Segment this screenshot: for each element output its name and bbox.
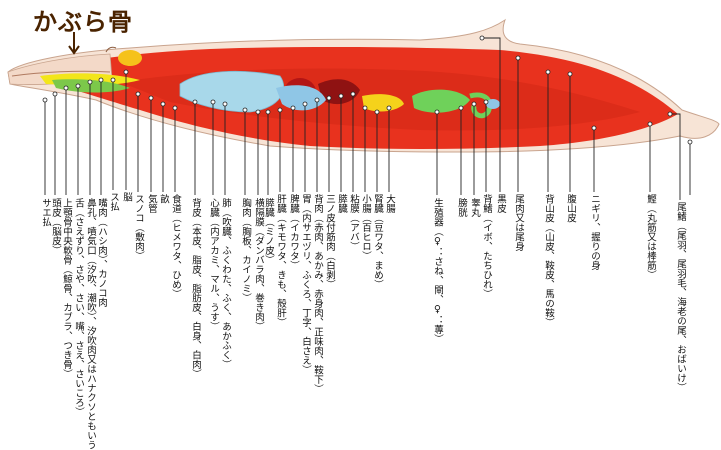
label-obire: 尾鰭（尾羽、尾羽毛、海老の尾、おばいけ） (675, 202, 686, 392)
whale-stomach (276, 85, 326, 111)
label-text: 背肉（赤肉、あかみ、赤身肉、正味肉、鞍下） (312, 194, 323, 394)
label-text: 心臓（内アカミ、マル、うす） (208, 198, 219, 331)
label-text: 生殖器（♀：さね、閘、♀：蓴） (432, 198, 443, 344)
label-text: 胸肉（胸板、カイノミ） (240, 198, 251, 303)
whale-baleen (52, 79, 130, 93)
whale-mouth (11, 70, 111, 77)
label-text: サエ払 (40, 198, 51, 227)
label-jinzou: 腎臓（豆ワタ、まめ） (372, 194, 383, 289)
label-shita: 舌（さえずり、さや、さい、嘴、さえ、さいころ） (73, 198, 84, 417)
label-text: 背山皮（山皮、鞍皮、馬の鞍） (543, 194, 554, 327)
label-text: スノコ（敷肉） (133, 194, 144, 261)
label-text: 頭皮（脳皮） (50, 198, 61, 255)
label-kikan: 気管 (146, 194, 157, 213)
label-text: 膀胱 (456, 198, 467, 217)
label-seyamakawa: 背山皮（山皮、鞍皮、馬の鞍） (543, 194, 554, 327)
kabura-title: かぶら骨 (33, 8, 133, 36)
label-text: 畝 (158, 194, 169, 204)
label-suizou: 膵臓（ミノ皮） (263, 198, 274, 265)
label-kokuhi: 黒皮 (495, 194, 506, 213)
label-seniku: 背肉（赤肉、あかみ、赤身肉、正味肉、鞍下） (312, 194, 323, 394)
whale-blowhole (105, 46, 117, 53)
label-boukou: 膀胱 (456, 198, 467, 217)
whale-brain (118, 50, 142, 66)
label-jougakukotsu: 上顎骨中央軟骨（鯨骨、カブラ、つき骨） (61, 198, 72, 379)
label-i: 胃（内サエヅリ、ふくろ、丁字、白さえ） (300, 194, 311, 375)
label-text: 鼻孔、噴気口（汐吹、潮吹）、汐吹肉又はハナクソともいう (85, 198, 96, 450)
label-daichou: 大腸 (384, 194, 395, 213)
label-shokudou: 食道（ヒメワタ、ひめ） (170, 194, 181, 299)
label-kanzou: 肝臓（キモワタ、きも、殻肝） (275, 194, 286, 327)
label-text: 背皮（本皮、脂皮、脂肪皮、白身、白肉） (190, 198, 201, 379)
label-kougan: 睾丸 (469, 198, 480, 217)
label-text: 膵臓（ミノ皮） (263, 198, 274, 265)
label-text: 大腸 (384, 194, 395, 213)
label-hanaana: 鼻孔、噴気口（汐吹、潮吹）、汐吹肉又はハナクソともいう (85, 198, 96, 450)
label-muneniku: 胸肉（胸板、カイノミ） (240, 198, 251, 303)
label-nenmaku: 粘膜（アバ） (348, 194, 359, 251)
label-shinzou: 心臓（内アカミ、マル、うす） (208, 198, 219, 331)
label-hige: 畝 (158, 194, 169, 204)
whale-intestine-coil (469, 92, 493, 119)
label-hai: 肺（吹臓、ふくわた、ふく、あかふく） (220, 198, 231, 369)
label-kousiniku: 嘴肉（ハシ肉）、カノコ肉 (96, 198, 107, 307)
label-text: 黒皮 (495, 194, 506, 213)
label-harayamakawa: 腹山皮 (565, 194, 576, 223)
label-text: 腹山皮 (565, 194, 576, 223)
whale-intestines (412, 89, 470, 113)
label-obiniku: 尾肉又は尾身 (513, 194, 524, 251)
label-text: 鰹（丸筋又は棒筋） (645, 194, 656, 280)
label-text: 食道（ヒメワタ、ひめ） (170, 194, 181, 299)
label-text: 肝臓（キモワタ、きも、殻肝） (275, 194, 286, 327)
label-text: 横隔膜（ダンバラ肉、巻き肉） (253, 198, 264, 331)
label-text: 背鰭（イボ、たちひれ） (481, 194, 492, 299)
label-mikazuki: 鰹（丸筋又は棒筋） (645, 194, 656, 280)
leader-lines (44, 37, 691, 200)
label-text: 粘膜（アバ） (348, 194, 359, 251)
leader-dots (42, 35, 693, 145)
label-sannoki: 三ノ皮付筋肉（白剥） (324, 194, 335, 289)
label-text: 上顎骨中央軟骨（鯨骨、カブラ、つき骨） (61, 198, 72, 379)
label-text: 膵臓 (336, 194, 347, 213)
label-text: 脳 (121, 192, 132, 202)
whale-pancreas (362, 94, 404, 112)
label-text: 腎臓（豆ワタ、まめ） (372, 194, 383, 289)
label-text: 脾臓（イカワタ） (288, 194, 299, 270)
label-sebire: 背鰭（イボ、たちひれ） (481, 194, 492, 299)
label-text: 胃（内サエヅリ、ふくろ、丁字、白さえ） (300, 194, 311, 375)
label-nou: 脳 (121, 192, 132, 202)
label-atamakawa: 頭皮（脳皮） (50, 198, 61, 255)
label-text: 嘴肉（ハシ肉）、カノコ肉 (96, 198, 107, 308)
label-sunoko: スノコ（敷肉） (133, 194, 144, 261)
whale-bladder (486, 99, 500, 109)
label-nigiri: ニギリ、握りの身 (589, 194, 600, 270)
kabura-arrow (68, 32, 80, 55)
label-seishokuki: 生殖器（♀：さね、閘、♀：蓴） (432, 198, 443, 344)
label-text: 睾丸 (469, 198, 480, 217)
label-text: 舌（さえずり、さや、さい、嘴、さえ、さいころ） (73, 198, 84, 417)
label-text: 尾肉又は尾身 (513, 194, 524, 251)
label-text: ニギリ、握りの身 (589, 194, 600, 270)
label-hizou: 脾臓（イカワタ） (288, 194, 299, 270)
label-text: 尾鰭（尾羽、尾羽毛、海老の尾、おばいけ） (675, 202, 686, 392)
label-oukakumaku: 横隔膜（ダンバラ肉、巻き肉） (253, 198, 264, 331)
label-text: 肺（吹臓、ふくわた、ふく、あかふく） (220, 198, 231, 369)
label-su: ス払 (108, 192, 119, 211)
label-shouchou: 小腸（百ヒロ） (360, 194, 371, 261)
label-text: ス払 (108, 192, 119, 211)
label-senaka: 背皮（本皮、脂皮、脂肪皮、白身、白肉） (190, 198, 201, 379)
label-text: 気管 (146, 194, 157, 213)
label-text: 三ノ皮付筋肉（白剥） (324, 194, 335, 289)
label-saebara: サエ払 (40, 198, 51, 227)
label-suizou2: 膵臓 (336, 194, 347, 213)
whale-anatomy-diagram (7, 18, 720, 200)
label-text: 小腸（百ヒロ） (360, 194, 371, 261)
